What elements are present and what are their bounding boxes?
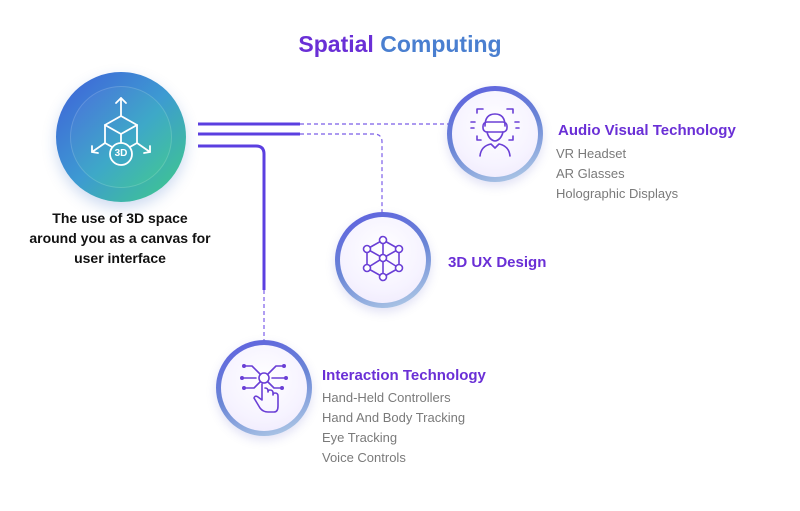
- list-item: AR Glasses: [556, 166, 625, 181]
- hub-circle: 3D: [56, 72, 186, 202]
- hub-badge-3d: 3D: [114, 148, 128, 159]
- list-item: Hand And Body Tracking: [322, 410, 466, 425]
- connector-3d-ux-dashed: [300, 133, 383, 212]
- title-part-computing: Computing: [380, 31, 502, 57]
- list-item: Hand-Held Controllers: [322, 390, 451, 405]
- node-3d-ux-design: [335, 212, 431, 308]
- node-title-interaction-technology: Interaction Technology: [322, 367, 486, 384]
- hand-touch-icon: [240, 364, 288, 413]
- node-interaction-technology: [216, 340, 312, 436]
- node-list-interaction-technology: Hand-Held Controllers Hand And Body Trac…: [322, 388, 465, 468]
- hub-caption-line: user interface: [74, 250, 166, 266]
- connector-interaction-solid: [198, 144, 266, 290]
- list-item: Holographic Displays: [556, 186, 679, 201]
- node-list-audio-visual: VR Headset AR Glasses Holographic Displa…: [556, 144, 678, 204]
- vr-headset-user-icon: [470, 108, 520, 157]
- cube-3d-icon: [91, 97, 151, 166]
- hub-inner-circle: 3D: [70, 86, 172, 188]
- title-part-spatial: Spatial: [298, 31, 374, 57]
- node-audio-visual: [447, 86, 543, 182]
- list-item: VR Headset: [556, 146, 627, 161]
- hub-caption: The use of 3D space around you as a canv…: [20, 208, 220, 268]
- hub-caption-line: around you as a canvas for: [29, 230, 211, 246]
- cube-network-icon: [362, 235, 404, 282]
- node-title-3d-ux-design: 3D UX Design: [448, 254, 547, 271]
- list-item: Voice Controls: [322, 450, 406, 465]
- list-item: Eye Tracking: [322, 430, 398, 445]
- diagram-title: Spatial Computing: [0, 29, 800, 59]
- node-title-audio-visual: Audio Visual Technology: [558, 122, 736, 139]
- hub-caption-line: The use of 3D space: [52, 210, 188, 226]
